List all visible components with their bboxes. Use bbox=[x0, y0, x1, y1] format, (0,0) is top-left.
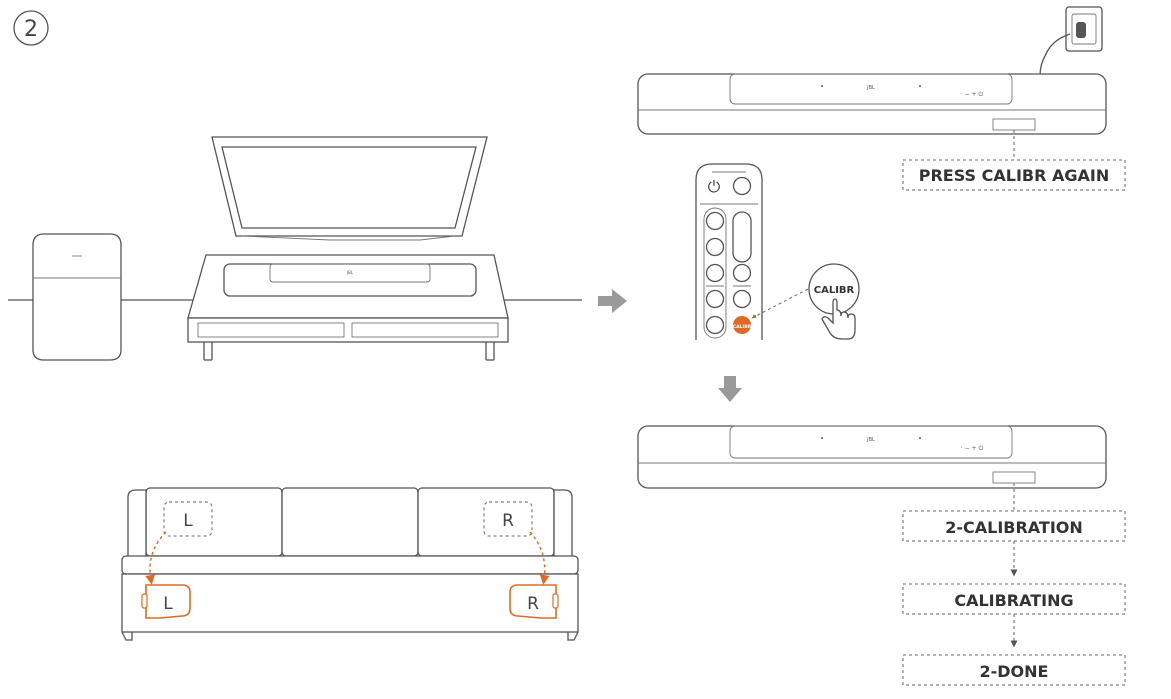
tv-scene: JBL bbox=[8, 136, 582, 361]
hand-pointer-icon bbox=[821, 298, 856, 340]
soundbar-top: JBL · − + ⏻ bbox=[637, 6, 1107, 160]
left-speaker: L bbox=[141, 584, 191, 619]
press-calibr-again-text: PRESS CALIBR AGAIN bbox=[919, 166, 1109, 185]
left-dock-label: L bbox=[183, 511, 193, 531]
soundbar-small-illustration: JBL bbox=[223, 263, 477, 297]
right-speaker-dock-outline bbox=[483, 501, 533, 537]
left-speaker-label: L bbox=[163, 594, 173, 614]
left-speaker-dock-outline bbox=[163, 501, 213, 537]
step-number: 2 bbox=[24, 17, 38, 42]
right-dock-label: R bbox=[502, 511, 514, 531]
soundbar-bottom-logo: JBL bbox=[866, 437, 875, 443]
calibr-callout-label: CALIBR bbox=[814, 285, 855, 296]
remote-control: ⏻ CALIBR bbox=[695, 163, 811, 340]
soundbar-top-logo: JBL bbox=[866, 85, 875, 91]
soundbar-bottom-buttons: · − + ⏻ bbox=[961, 445, 984, 452]
right-arrow bbox=[529, 531, 550, 585]
soundbar-small-logo: JBL bbox=[346, 270, 354, 275]
tv-illustration bbox=[211, 136, 488, 241]
arrow-down-icon bbox=[718, 376, 742, 402]
left-arrow bbox=[145, 531, 167, 585]
calibr-callout: CALIBR bbox=[808, 263, 860, 340]
press-calibr-again-caption: PRESS CALIBR AGAIN bbox=[902, 159, 1126, 191]
soundbar-bottom: JBL · − + ⏻ bbox=[637, 425, 1107, 511]
calibration-sequence: 2-CALIBRATION CALIBRATING 2-DONE bbox=[902, 510, 1126, 686]
calibrating-step-text: CALIBRATING bbox=[954, 591, 1073, 610]
remote-power-icon: ⏻ bbox=[708, 177, 721, 196]
remote-calibr-label: CALIBR bbox=[733, 324, 752, 330]
calibration-step-text: 2-CALIBRATION bbox=[945, 518, 1083, 537]
wall-socket-icon bbox=[1039, 6, 1103, 77]
sofa-scene: L R L R bbox=[121, 487, 579, 641]
done-step-text: 2-DONE bbox=[980, 662, 1049, 681]
right-speaker: R bbox=[509, 584, 559, 619]
remote-calibr-button[interactable]: CALIBR bbox=[733, 316, 752, 334]
soundbar-top-buttons: · − + ⏻ bbox=[961, 91, 984, 98]
step-badge: 2 bbox=[13, 10, 49, 46]
right-speaker-label: R bbox=[527, 594, 539, 614]
subwoofer-illustration bbox=[32, 233, 122, 361]
arrow-right-icon bbox=[598, 289, 627, 313]
